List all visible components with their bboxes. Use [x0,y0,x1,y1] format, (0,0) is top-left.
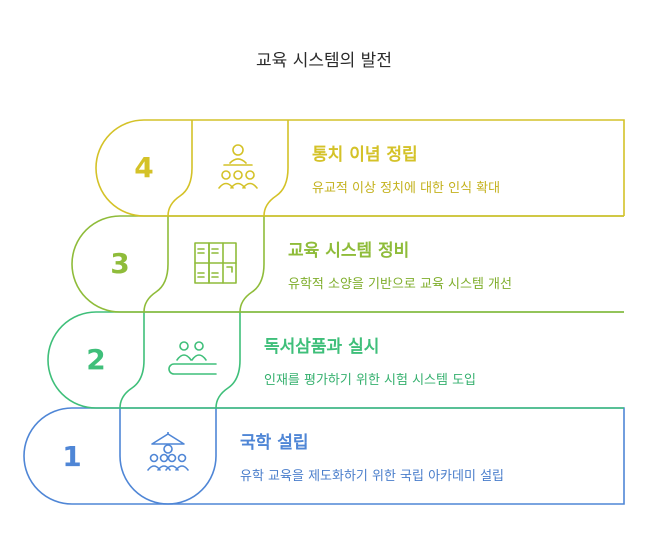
step-1-heading: 국학 설립 [240,433,309,453]
step-4-number: 4 [134,151,154,184]
step-4-description: 유교적 이상 정치에 대한 인식 확대 [312,181,501,196]
diagram-title: 교육 시스템의 발전 [256,51,392,71]
step-2-description: 인재를 평가하기 위한 시험 시스템 도입 [264,373,477,388]
filing-cabinet-icon [194,242,237,284]
step-4-shape [95,119,625,217]
step-1-number: 1 [62,440,82,473]
step-3-shape [71,215,624,313]
step-2-shape [47,311,624,409]
people-desk-icon [168,341,217,375]
step-1-description: 유학 교육을 제도화하기 위한 국립 아카데미 설립 [240,469,504,484]
scholars-icon [147,432,189,471]
step-3-description: 유학적 소양을 기반으로 교육 시스템 개선 [288,277,512,292]
step-4-heading: 통치 이념 정립 [312,145,418,165]
step-3-number: 3 [110,247,130,280]
step-2-heading: 독서삼품과 실시 [264,337,380,357]
step-2-number: 2 [86,343,106,376]
step-1-shape [23,407,625,505]
step-3-heading: 교육 시스템 정비 [288,241,410,261]
leader-group-icon [218,144,258,189]
